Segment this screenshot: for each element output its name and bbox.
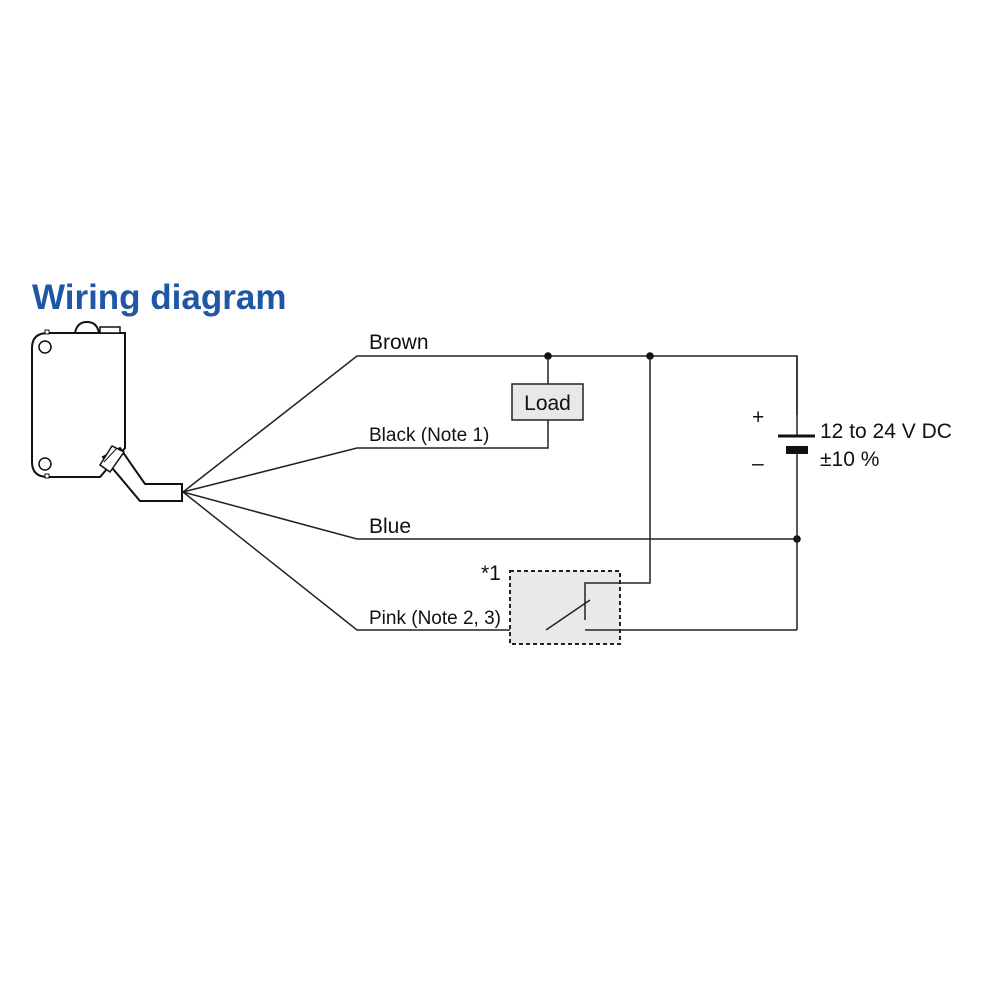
sensor-cable <box>98 445 183 502</box>
power-supply <box>778 356 815 630</box>
sensor-body <box>31 320 126 479</box>
wire-label-pink: Pink (Note 2, 3) <box>369 608 501 629</box>
wire-black <box>182 420 549 493</box>
minus-symbol: – <box>752 452 764 475</box>
switch-contact-lever <box>545 599 591 631</box>
voltage-label: 12 to 24 V DC <box>820 420 952 443</box>
load-box <box>511 383 584 421</box>
mount-hole-bottom <box>38 457 52 471</box>
mount-hole-top <box>38 340 52 354</box>
plus-symbol: + <box>752 406 764 429</box>
load-label: Load <box>524 392 571 415</box>
wire-blue <box>182 491 797 540</box>
switch-marker: *1 <box>481 562 501 585</box>
wire-label-blue: Blue <box>369 515 411 538</box>
battery-negative-plate <box>786 446 808 454</box>
wire-brown <box>182 355 798 493</box>
wire-label-black: Black (Note 1) <box>369 425 489 446</box>
wire-label-brown: Brown <box>369 331 429 354</box>
switch-block <box>509 570 621 645</box>
switch-contact-fixed <box>584 356 651 620</box>
sensor-indicator-bump <box>73 320 101 334</box>
tolerance-label: ±10 % <box>820 448 879 471</box>
diagram-title: Wiring diagram <box>32 278 286 317</box>
